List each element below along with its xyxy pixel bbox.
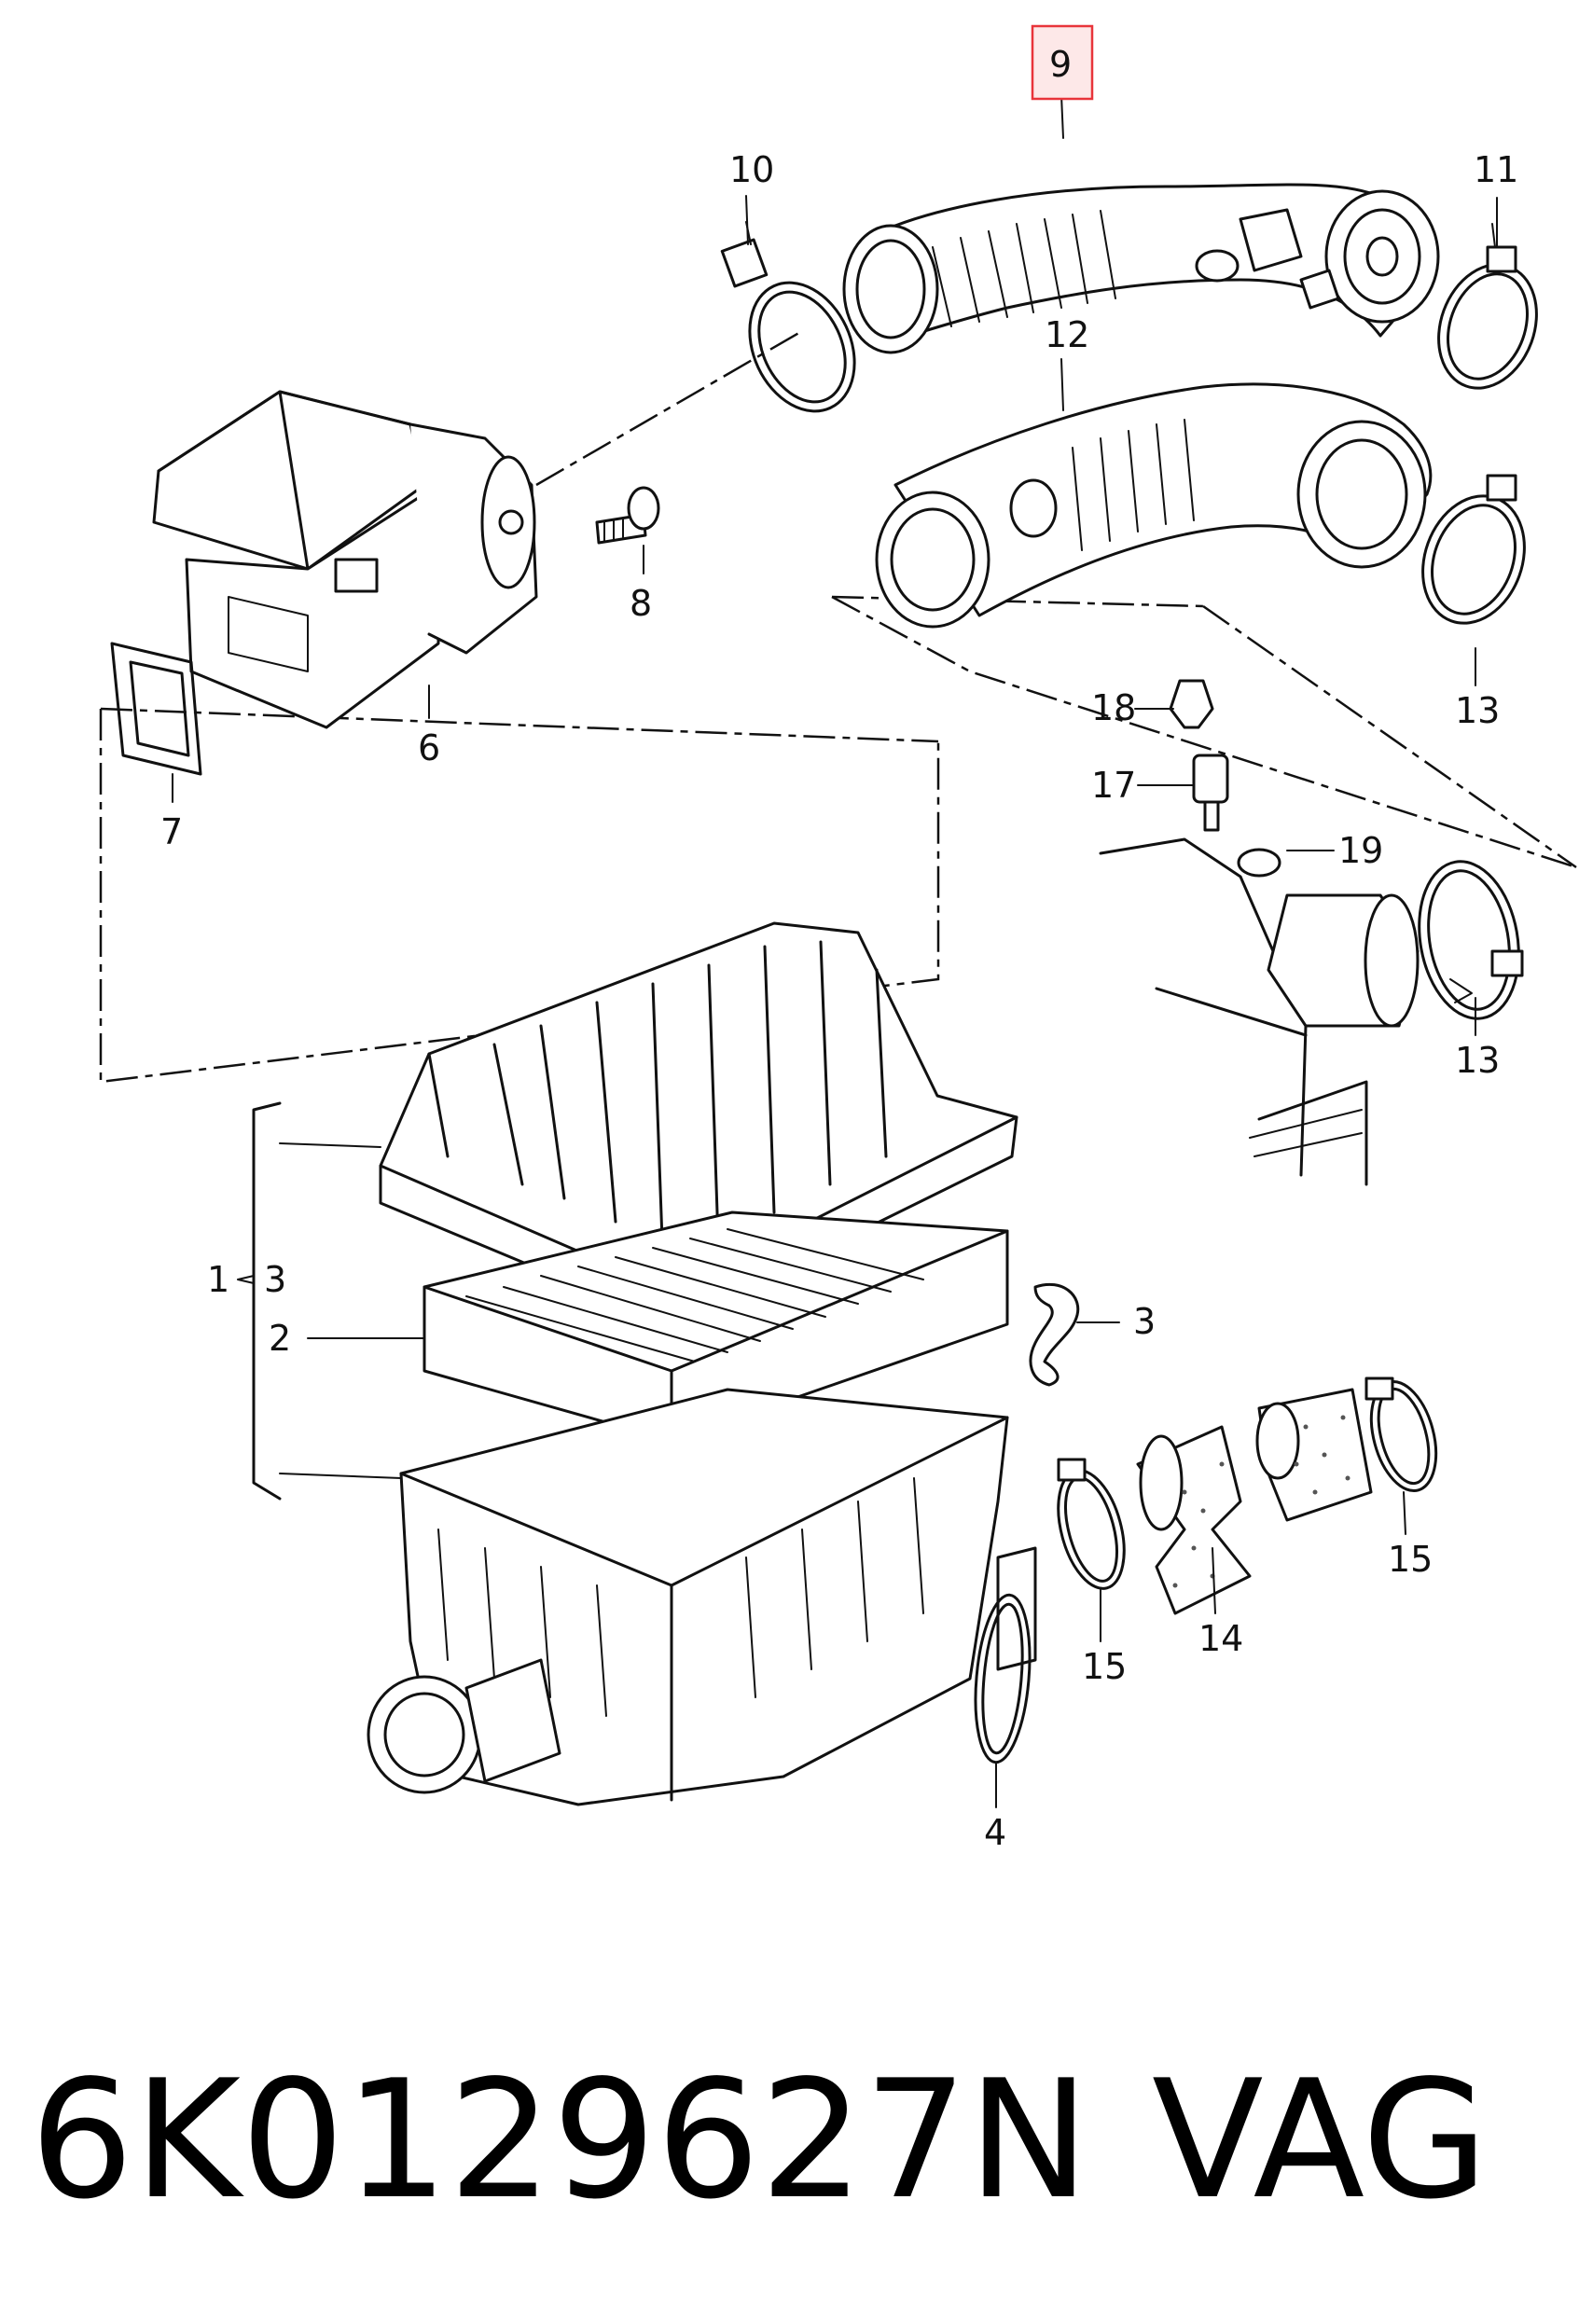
callout-3-bracket[interactable]: 3: [264, 1259, 286, 1300]
callout-18[interactable]: 18: [1091, 687, 1136, 728]
callout-6[interactable]: 6: [418, 727, 440, 768]
callout-12[interactable]: 12: [1045, 314, 1089, 355]
screw-8[interactable]: [595, 486, 660, 545]
callout-2[interactable]: 2: [269, 1318, 291, 1359]
part-number: 6K0129627N: [30, 2046, 1089, 2235]
intake-hose-lower[interactable]: [875, 382, 1433, 629]
brand-label: VAG: [1152, 2046, 1489, 2235]
air-flow-meter[interactable]: [152, 390, 538, 729]
hose-clamp-15-left[interactable]: [1046, 1458, 1135, 1596]
foam-texture: [1172, 1415, 1350, 1588]
callout-15-left[interactable]: 15: [1082, 1646, 1127, 1687]
footer: 6K0129627N VAG: [30, 2046, 1489, 2235]
callout-14[interactable]: 14: [1198, 1618, 1243, 1659]
temperature-sensor[interactable]: [1169, 679, 1281, 878]
intake-hose-upper[interactable]: [842, 183, 1440, 354]
leader-lines: [172, 94, 1498, 1808]
callout-15-right[interactable]: 15: [1388, 1539, 1433, 1580]
gasket-7[interactable]: [110, 642, 202, 776]
foam-sleeve-14[interactable]: [1136, 1388, 1373, 1615]
hose-clamp-10[interactable]: [720, 221, 874, 428]
callout-labels: 9 10 11 12 8 6 7 13 18 17 19 13 1 3 2 3 …: [160, 24, 1518, 1853]
hose-clamp-15-right[interactable]: [1361, 1375, 1447, 1498]
callout-13-lower[interactable]: 13: [1455, 1040, 1500, 1081]
hose-clamp-13-upper[interactable]: [1406, 474, 1542, 638]
assembly-bracket-1: [237, 1101, 402, 1501]
callout-1[interactable]: 1: [207, 1259, 229, 1300]
callout-8[interactable]: 8: [630, 583, 652, 624]
hose-clamp-13-lower[interactable]: [1407, 853, 1531, 1026]
callout-10[interactable]: 10: [729, 149, 774, 190]
callout-7[interactable]: 7: [160, 811, 183, 852]
throttle-body-connector: [1099, 837, 1420, 1186]
callout-19[interactable]: 19: [1338, 830, 1383, 871]
callout-9-highlight-box: [1031, 24, 1094, 101]
air-filter-housing-bottom[interactable]: [367, 1388, 1037, 1806]
callout-11[interactable]: 11: [1474, 149, 1518, 190]
hose-clamp-11[interactable]: [1422, 223, 1553, 402]
callout-17[interactable]: 17: [1091, 765, 1136, 806]
retaining-clip-3[interactable]: [1029, 1282, 1080, 1387]
callout-13-upper[interactable]: 13: [1455, 690, 1500, 731]
callout-3-clip[interactable]: 3: [1133, 1301, 1156, 1342]
callout-9[interactable]: 9: [1049, 44, 1072, 85]
callout-4[interactable]: 4: [984, 1812, 1006, 1853]
